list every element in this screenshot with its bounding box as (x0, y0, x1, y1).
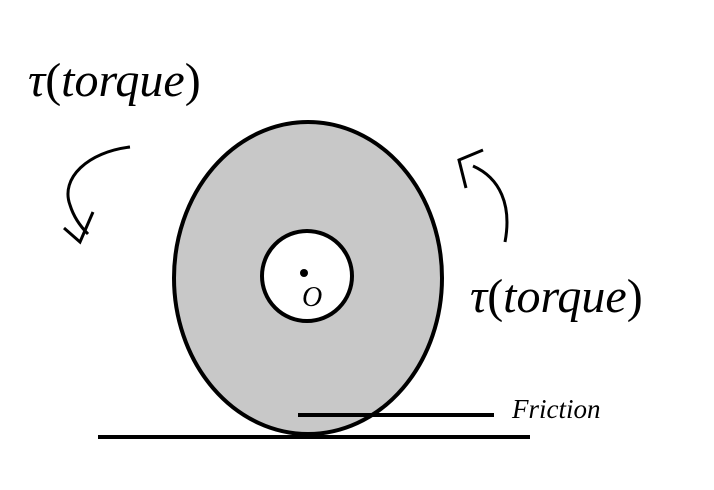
friction-label: Friction (511, 394, 601, 424)
torque-left-symbol: τ (28, 54, 47, 107)
wheel-hub (260, 229, 354, 323)
torque-right-word: torque (503, 270, 627, 323)
curved-arrow-left-icon (63, 145, 131, 245)
torque-label-right: τ(torque) (470, 270, 643, 323)
curved-arrow-right-icon (457, 148, 509, 243)
torque-label-left: τ(torque) (28, 54, 201, 107)
torque-right-paren-close: ) (627, 270, 643, 323)
center-label: O (302, 282, 322, 313)
torque-right-symbol: τ (470, 270, 489, 323)
torque-left-paren-close: ) (185, 54, 201, 107)
torque-right-paren-open: ( (487, 270, 503, 323)
center-point (300, 269, 308, 277)
torque-left-paren-open: ( (45, 54, 61, 107)
torque-left-word: torque (61, 54, 185, 107)
